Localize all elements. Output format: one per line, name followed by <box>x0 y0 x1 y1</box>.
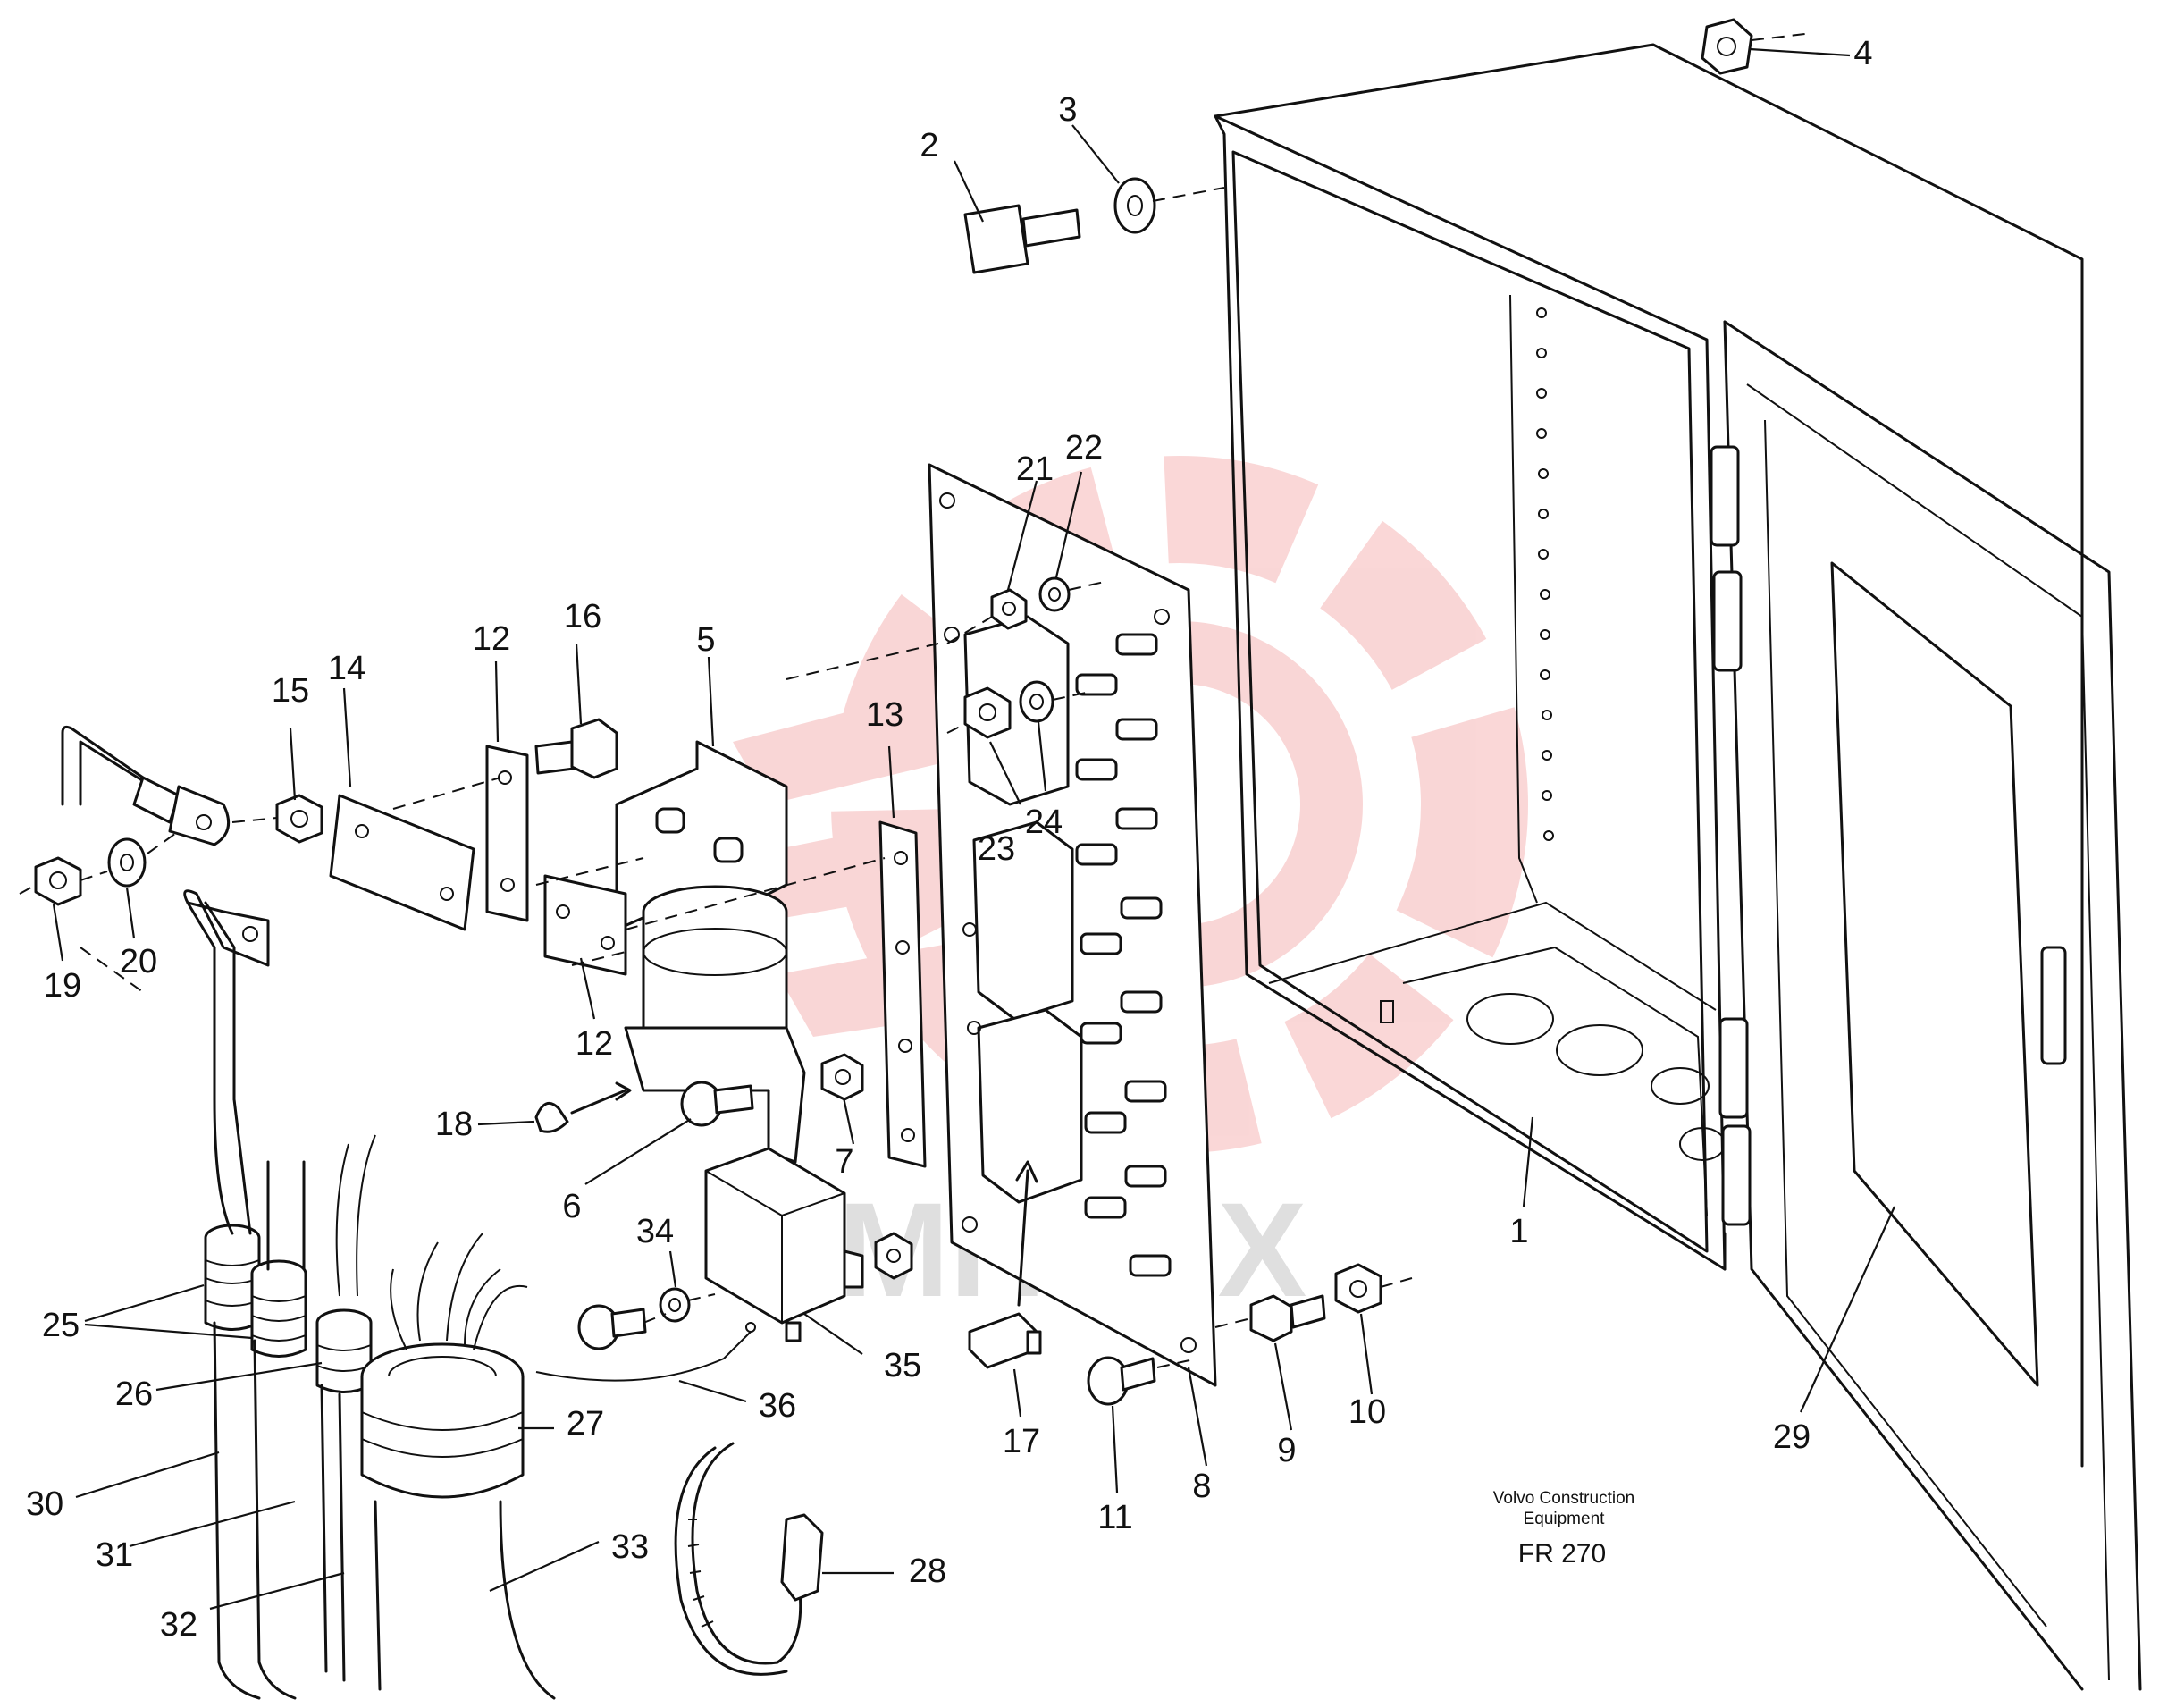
part-label-5: 5 <box>696 621 715 659</box>
part-label-24: 24 <box>1025 804 1063 841</box>
part-label-10: 10 <box>1348 1393 1386 1431</box>
nut-19 <box>34 856 82 906</box>
cabinet-hole-column <box>1536 307 1554 841</box>
part-label-8: 8 <box>1192 1468 1211 1505</box>
part-label-15: 15 <box>272 672 309 710</box>
cable-gland-27 <box>360 1342 525 1499</box>
nut-7-lower <box>874 1232 913 1280</box>
part-label-18: 18 <box>435 1106 473 1143</box>
relay-35 <box>704 1147 864 1342</box>
washer-34 <box>659 1287 691 1323</box>
link-bar-13 <box>878 820 927 1168</box>
caption-line-2: Equipment <box>1524 1510 1606 1528</box>
terminal-studs <box>1075 633 1172 1277</box>
part-label-26: 26 <box>115 1376 153 1413</box>
nut-15 <box>275 794 323 844</box>
mounting-plate-8 <box>928 463 1217 1387</box>
screw-11 <box>1087 1356 1156 1406</box>
part-label-22: 22 <box>1065 429 1103 467</box>
link-bar-12-lower <box>543 874 627 976</box>
nut-4 <box>1701 18 1753 75</box>
caption-line-1: Volvo Construction <box>1493 1489 1634 1508</box>
screw-16 <box>534 718 618 779</box>
part-label-9: 9 <box>1277 1432 1296 1469</box>
part-label-31: 31 <box>96 1536 133 1574</box>
part-label-36: 36 <box>759 1387 796 1425</box>
caption-code: FR 270 <box>1518 1539 1606 1569</box>
part-label-12-upper: 12 <box>473 620 510 658</box>
washer-20 <box>107 837 147 888</box>
cable-gland-25b <box>250 1259 307 1358</box>
part-label-21: 21 <box>1016 450 1054 488</box>
screw-9 <box>1249 1294 1326 1342</box>
part-label-13: 13 <box>866 696 903 734</box>
link-bar-14 <box>329 794 475 931</box>
washer-3 <box>1113 177 1156 234</box>
part-label-27: 27 <box>567 1405 604 1443</box>
part-label-2: 2 <box>920 127 938 164</box>
cabinet-door <box>1710 320 2142 1691</box>
part-label-20: 20 <box>120 943 157 980</box>
screw-6 <box>680 1081 754 1127</box>
cabinet-enclosure <box>1214 43 2084 1468</box>
leader-lines <box>52 47 1896 1611</box>
washer-22 <box>1038 576 1071 612</box>
relay-coil <box>624 885 806 1164</box>
screw-6-lower <box>577 1304 647 1350</box>
part-label-35: 35 <box>884 1347 921 1384</box>
part-label-28: 28 <box>909 1552 946 1590</box>
part-label-23: 23 <box>978 830 1015 868</box>
part-label-34: 34 <box>636 1213 674 1250</box>
part-label-3: 3 <box>1058 91 1077 129</box>
washer-23 <box>1019 680 1054 723</box>
fuse-17 <box>968 1312 1042 1369</box>
link-bar-12-upper <box>485 745 529 922</box>
wire-36 <box>535 1322 756 1382</box>
nut-24 <box>963 686 1012 739</box>
part-label-11: 11 <box>1097 1499 1132 1536</box>
part-label-33: 33 <box>611 1528 649 1566</box>
part-label-25: 25 <box>42 1307 80 1344</box>
diagram-caption: Volvo Construction Equipment FR 270 <box>1493 1489 1634 1569</box>
part-label-32: 32 <box>160 1606 197 1644</box>
part-label-30: 30 <box>26 1485 63 1523</box>
part-label-4: 4 <box>1853 35 1872 72</box>
cables <box>213 1098 556 1700</box>
part-label-7: 7 <box>835 1143 853 1181</box>
cable-lug <box>61 725 270 1101</box>
plug-18 <box>534 1081 632 1133</box>
part-label-14: 14 <box>328 650 365 687</box>
part-label-1: 1 <box>1509 1213 1528 1250</box>
nut-10 <box>1334 1263 1382 1314</box>
cable-tie-28 <box>674 1442 824 1676</box>
cable-gland-25a <box>204 1224 261 1331</box>
cable-gland-26 <box>315 1308 373 1393</box>
door-hinges <box>1710 445 1752 1226</box>
part-label-17: 17 <box>1003 1423 1040 1460</box>
screw-2 <box>963 204 1081 274</box>
nut-7-upper <box>820 1053 864 1101</box>
part-numbers: 1 2 3 4 5 6 7 8 9 10 11 12 12 13 14 15 1… <box>26 35 1873 1644</box>
part-label-16: 16 <box>564 598 601 635</box>
part-label-12-lower: 12 <box>576 1025 613 1063</box>
part-label-19: 19 <box>44 967 81 1005</box>
part-label-29: 29 <box>1773 1418 1811 1456</box>
part-label-6: 6 <box>562 1188 581 1225</box>
